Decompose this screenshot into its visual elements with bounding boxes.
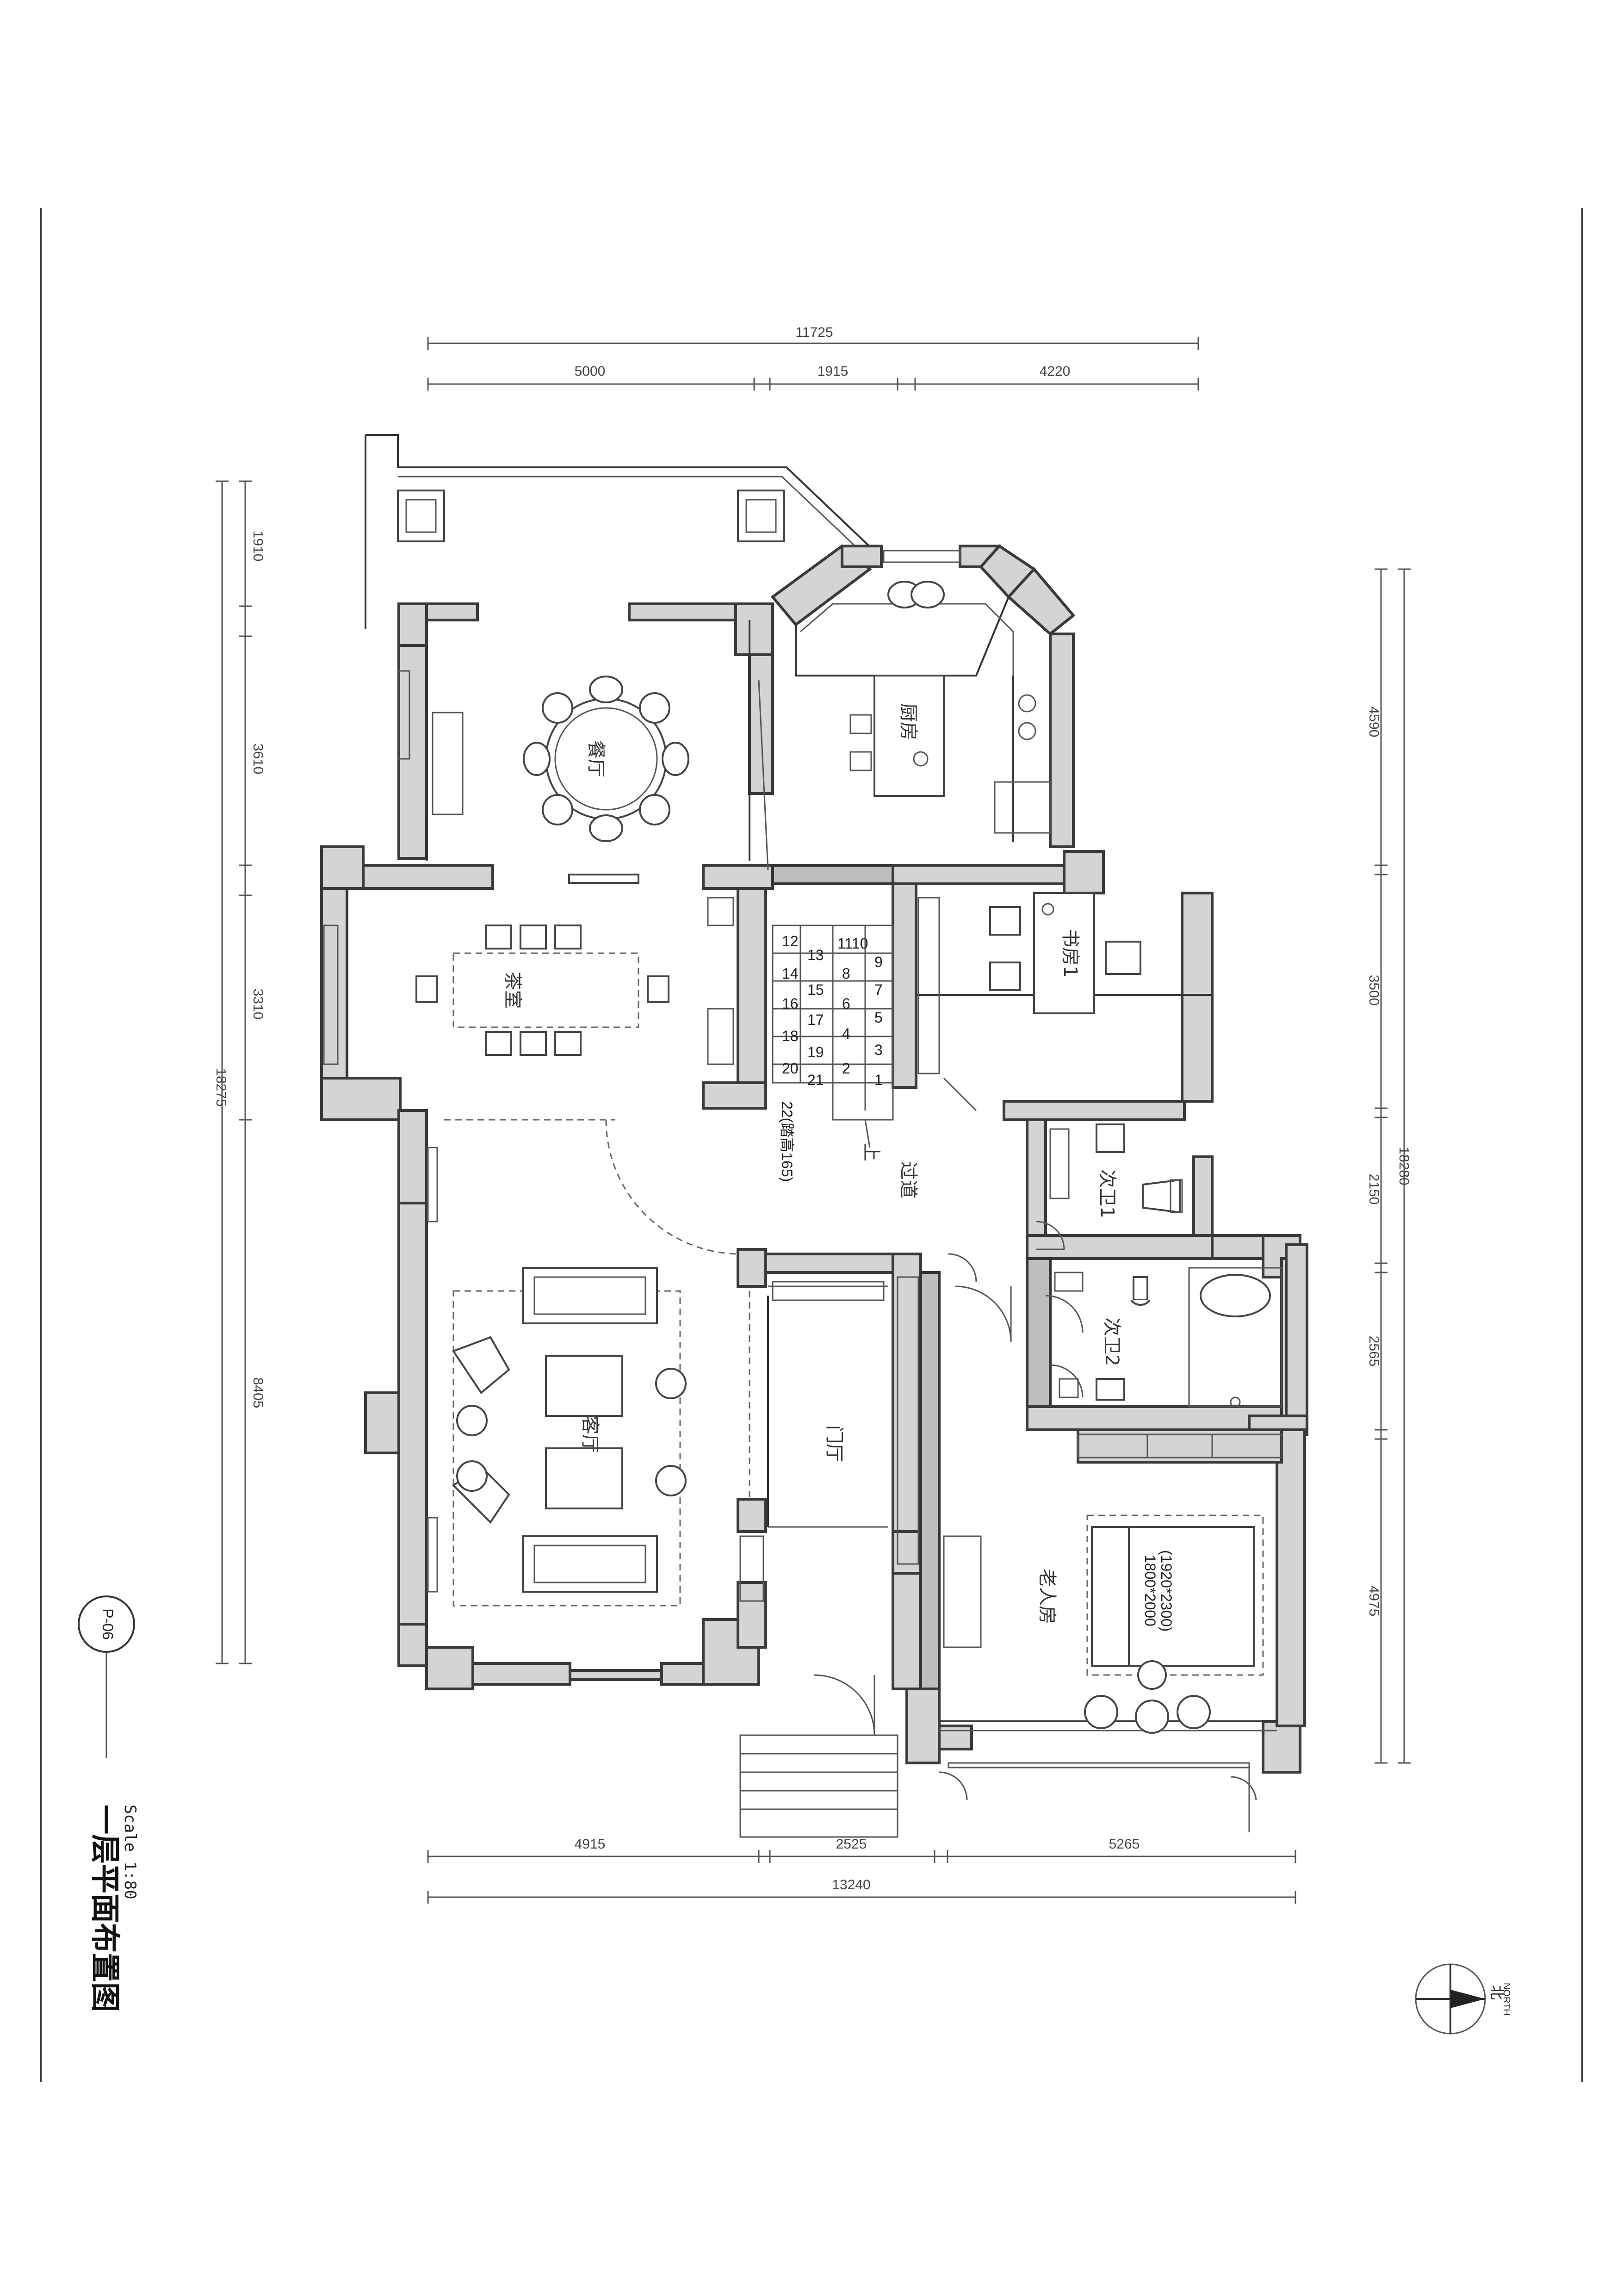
stair-step-16: 16 — [782, 995, 799, 1012]
left-dimensions: 18275 1910 3610 3310 8405 — [213, 480, 266, 1664]
dim-right-5: 4975 — [1366, 1586, 1381, 1617]
tea-furniture: 茶室 — [323, 925, 669, 1065]
dim-top-2: 1915 — [818, 364, 849, 379]
stair-step-7: 7 — [874, 981, 883, 998]
doors — [758, 680, 1257, 1800]
stair-step-8: 8 — [842, 965, 850, 982]
sheet-tag: P-06 — [78, 1595, 135, 1758]
bath2-fixtures: 次卫2 — [1054, 1267, 1282, 1408]
study-furniture: 书房1 — [917, 892, 1141, 1074]
terrace — [365, 434, 885, 629]
drawing-title: 一层平面布置图 — [87, 1805, 122, 2012]
stair-up-label: 上 — [861, 1143, 882, 1161]
dim-right-3: 2150 — [1366, 1174, 1381, 1205]
dim-left-4: 8405 — [250, 1378, 266, 1409]
bed-size-label: 1800*2000 — [1142, 1555, 1158, 1626]
stair-step-17: 17 — [807, 1011, 824, 1028]
dim-right-2: 3500 — [1366, 975, 1381, 1006]
dining-furniture: 餐厅 — [397, 670, 689, 884]
stair-step-1: 1 — [874, 1072, 883, 1088]
bath1-fixtures: 次卫1 — [1049, 1123, 1183, 1218]
stair-note: 22(踏高165) — [779, 1101, 795, 1182]
stair-step-3: 3 — [874, 1042, 883, 1058]
kitchen-furniture: 厨房 — [849, 581, 1051, 834]
stair-step-13: 13 — [807, 947, 824, 963]
north-sub-label: NORTH — [1501, 1983, 1511, 2016]
stair-step-4: 4 — [842, 1025, 850, 1042]
elder-room-furniture: 老人房 1800*2000 (1920*2300) — [943, 1433, 1282, 1832]
walls — [320, 544, 1308, 1774]
dim-right-1: 4590 — [1366, 707, 1381, 738]
stair-step-14: 14 — [782, 965, 799, 982]
stair-step-5: 5 — [874, 1009, 883, 1026]
dim-bottom-2: 2525 — [836, 1837, 867, 1852]
stair-step-9: 9 — [874, 954, 883, 970]
north-arrow: 北 NORTH — [1415, 1963, 1511, 2035]
foyer: 门厅 — [739, 1276, 919, 1838]
dim-left-1: 1910 — [250, 531, 266, 562]
dim-bottom-1: 4915 — [575, 1837, 606, 1852]
room-label-dining: 餐厅 — [585, 740, 607, 777]
dim-bottom-total: 13240 — [832, 1877, 870, 1893]
drawing-scale: Scale 1:80 — [121, 1805, 139, 1899]
stairs: 12 13 14 15 16 17 18 19 20 21 1110 9 8 7… — [707, 897, 894, 1182]
dim-left-2: 3610 — [250, 744, 266, 775]
room-label-tea: 茶室 — [502, 972, 523, 1009]
room-label-corridor: 过道 — [898, 1161, 919, 1198]
dim-right-total: 18280 — [1396, 1147, 1412, 1185]
room-label-bath1: 次卫1 — [1096, 1169, 1118, 1218]
dim-right-4: 2565 — [1366, 1336, 1381, 1367]
bottom-dimensions: 4915 2525 5265 13240 — [427, 1837, 1296, 1904]
stair-step-15: 15 — [807, 981, 824, 998]
dim-top-1: 5000 — [575, 364, 606, 379]
north-label: 北 — [1489, 1985, 1505, 2000]
stair-step-21: 21 — [807, 1072, 824, 1088]
dim-bottom-3: 5265 — [1109, 1837, 1140, 1852]
room-label-living: 客厅 — [579, 1416, 601, 1453]
room-label-elder: 老人房 — [1036, 1569, 1058, 1624]
bed-size-label-alt: (1920*2300) — [1158, 1550, 1175, 1632]
room-label-study: 书房1 — [1059, 929, 1081, 977]
stair-step-12: 12 — [782, 933, 799, 949]
room-label-kitchen: 厨房 — [898, 703, 919, 740]
drawing-title-block: 一层平面布置图 Scale 1:80 — [87, 1805, 139, 2012]
sheet-tag-label: P-06 — [99, 1608, 116, 1640]
dim-top-3: 4220 — [1040, 364, 1071, 379]
stair-step-2: 2 — [842, 1060, 850, 1077]
stair-step-20: 20 — [782, 1060, 799, 1077]
stair-step-11-10: 1110 — [837, 935, 868, 952]
dim-left-3: 3310 — [250, 989, 266, 1020]
living-furniture: 客厅 — [427, 1147, 687, 1607]
dim-left-total: 18275 — [213, 1068, 229, 1106]
stair-step-18: 18 — [782, 1028, 799, 1044]
right-dimensions: 4590 3500 2150 2565 4975 18280 — [1366, 568, 1412, 1764]
top-dimensions: 11725 5000 1915 4220 — [427, 325, 1199, 391]
dim-top-total: 11725 — [795, 325, 833, 340]
stair-step-6: 6 — [842, 995, 850, 1012]
stair-step-19: 19 — [807, 1044, 824, 1061]
room-label-bath2: 次卫2 — [1101, 1317, 1122, 1366]
room-label-foyer: 门厅 — [824, 1425, 845, 1462]
